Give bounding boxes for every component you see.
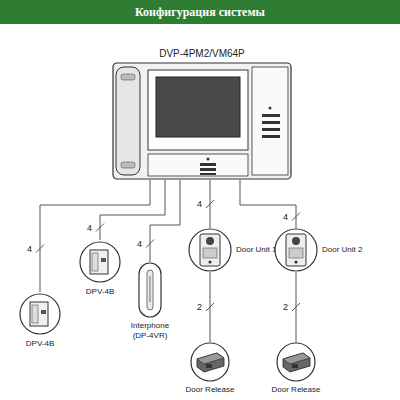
wire-count: 4	[282, 212, 289, 222]
device-label: DPV-4B	[26, 339, 54, 349]
dpv-device: DPV-4B	[18, 292, 62, 336]
wire-count: 4	[86, 223, 93, 233]
wire-count-slash	[206, 200, 214, 208]
device-label: Door Release	[272, 385, 321, 395]
wire-count-slash	[36, 245, 44, 253]
wire-count-slash	[292, 213, 300, 221]
dpv-device-icon	[78, 240, 122, 284]
dpv-device: DPV-4B	[78, 240, 122, 284]
wire-count-slash	[146, 240, 154, 248]
interphone: Interphone (DP-4VR)	[128, 262, 172, 318]
door-release-icon	[276, 342, 316, 382]
wire-count: 2	[196, 302, 203, 312]
door-unit-icon	[274, 228, 318, 272]
door-unit-icon	[188, 228, 232, 272]
wire	[40, 180, 150, 292]
monitor-unit-icon	[112, 62, 292, 180]
diagram-title: Конфигурация системы	[0, 0, 400, 24]
wire-count: 4	[136, 239, 143, 249]
door-release: Door Release	[190, 342, 230, 382]
wire	[100, 180, 165, 240]
device-label: Door Unit 2	[322, 245, 362, 255]
door-unit: Door Unit 1	[188, 228, 232, 272]
wire	[240, 180, 296, 228]
wire	[150, 180, 180, 262]
wire-count: 2	[282, 302, 289, 312]
door-unit: Door Unit 2	[274, 228, 318, 272]
interphone-icon	[128, 262, 172, 318]
device-label: Door Unit 1	[236, 245, 276, 255]
device-label: Interphone (DP-4VR)	[122, 321, 178, 341]
monitor-unit: DVP-4PM2/VM64P	[112, 62, 292, 180]
device-label: DVP-4PM2/VM64P	[159, 49, 245, 59]
device-label: DPV-4B	[86, 287, 114, 297]
wire-count: 4	[196, 199, 203, 209]
wire-count-slash	[206, 303, 214, 311]
door-release-icon	[190, 342, 230, 382]
wire-count-slash	[292, 303, 300, 311]
door-release: Door Release	[276, 342, 316, 382]
dpv-device-icon	[18, 292, 62, 336]
device-label: Door Release	[186, 385, 235, 395]
wire-count: 4	[26, 244, 33, 254]
wire-count-slash	[96, 224, 104, 232]
